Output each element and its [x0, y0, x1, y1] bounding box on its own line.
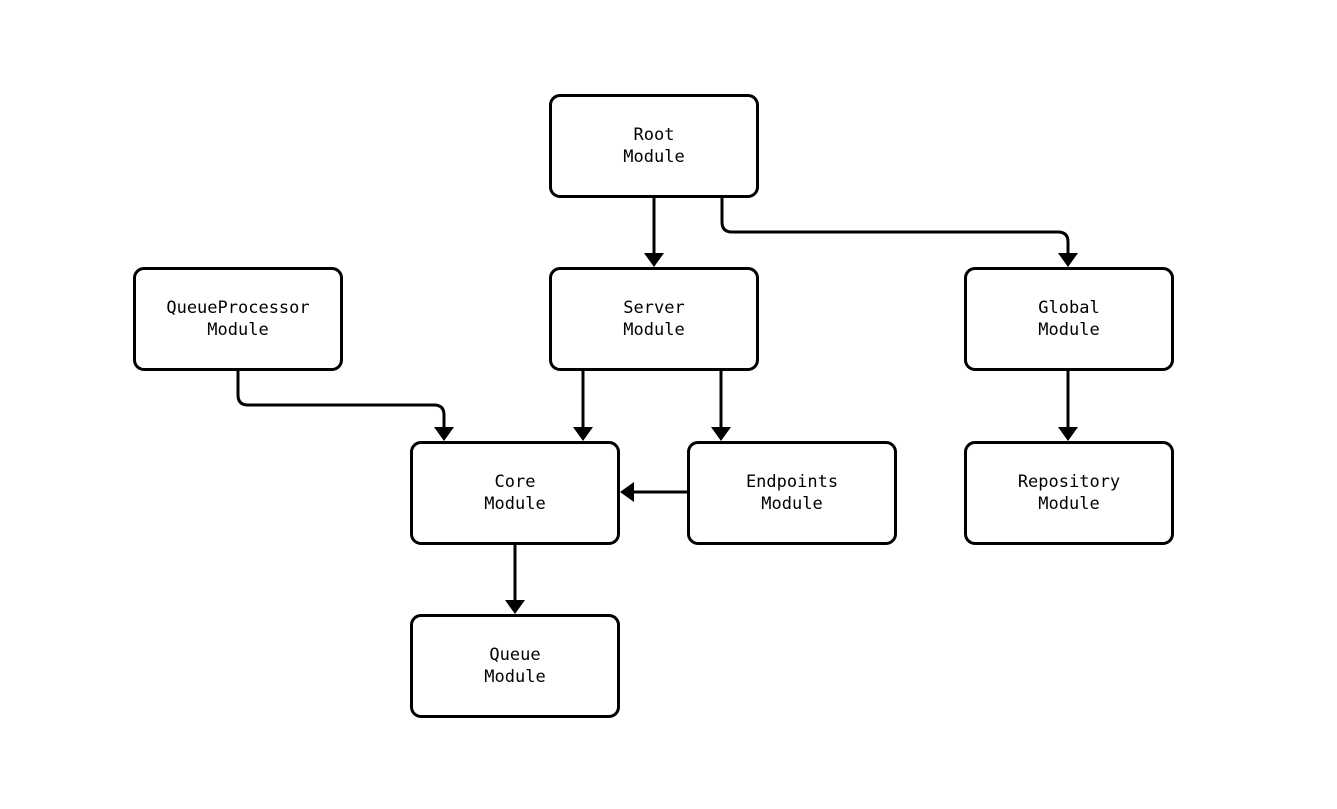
arrowhead	[711, 427, 731, 441]
arrowhead	[1058, 253, 1078, 267]
node-endpoints-label: Endpoints Module	[745, 472, 839, 514]
node-queueprocessor[interactable]: QueueProcessor Module	[133, 267, 343, 371]
node-queueprocessor-label: QueueProcessor Module	[166, 298, 310, 340]
edge-queueprocessor-to-core	[236, 371, 454, 441]
node-queue[interactable]: Queue Module	[410, 614, 620, 718]
node-global[interactable]: Global Module	[964, 267, 1174, 371]
node-global-label: Global Module	[1038, 298, 1100, 340]
arrowhead	[1058, 427, 1078, 441]
node-server[interactable]: Server Module	[549, 267, 759, 371]
arrowhead	[505, 600, 525, 614]
node-core-label: Core Module	[484, 472, 546, 514]
node-server-label: Server Module	[623, 298, 685, 340]
edge-server-to-endpoints	[711, 371, 731, 441]
node-root-label: Root Module	[623, 125, 685, 167]
arrowhead	[434, 427, 454, 441]
arrowhead	[644, 253, 664, 267]
edge-root-to-global	[720, 198, 1078, 267]
node-root[interactable]: Root Module	[549, 94, 759, 198]
node-core[interactable]: Core Module	[410, 441, 620, 545]
node-endpoints[interactable]: Endpoints Module	[687, 441, 897, 545]
arrowhead	[620, 482, 634, 502]
edge-server-to-core	[573, 371, 593, 441]
edge-endpoints-to-core	[620, 482, 687, 502]
node-queue-label: Queue Module	[484, 645, 546, 687]
arrowhead	[573, 427, 593, 441]
edge-root-to-server	[644, 198, 664, 267]
edge-core-to-queue	[505, 545, 525, 614]
edge-global-to-repository	[1058, 371, 1078, 441]
node-repository-label: Repository Module	[1017, 472, 1121, 514]
node-repository[interactable]: Repository Module	[964, 441, 1174, 545]
